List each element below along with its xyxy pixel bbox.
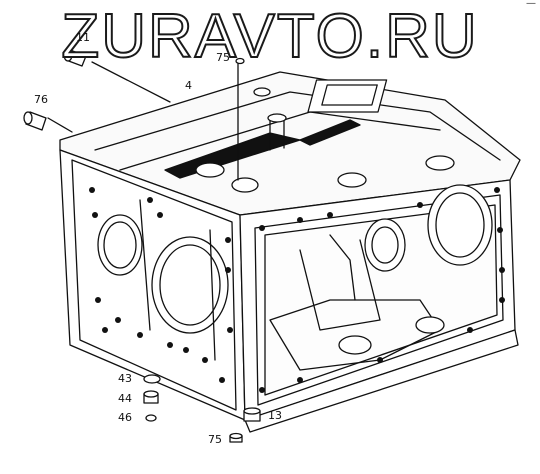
part-76-plug [23, 111, 47, 131]
callout-4: 4 [185, 79, 192, 92]
part-13-plug [243, 407, 261, 422]
left-bore-small [97, 214, 143, 276]
part-11-pin [63, 48, 87, 67]
callout-44: 44 [118, 392, 132, 405]
callout-75-top: 75 [216, 51, 230, 64]
callout-76: 76 [34, 93, 48, 106]
callout-11: 11 [76, 31, 90, 44]
corner-mark: — [526, 0, 536, 9]
front-bore-mid [364, 218, 406, 272]
part-75-washer-top [235, 57, 245, 65]
callout-46: 46 [118, 411, 132, 424]
leader-76 [47, 117, 73, 133]
part-75-washer-bottom [229, 432, 243, 443]
part-46-washer [145, 414, 157, 422]
part-43-ring [143, 374, 161, 384]
leader-4 [91, 61, 171, 103]
top-cover-plate [307, 79, 388, 113]
housing-bottom-lip [244, 329, 519, 433]
part-44-cap [143, 390, 159, 404]
front-face-bolt-holes [259, 187, 505, 393]
left-face-bolt-holes [89, 187, 233, 383]
callout-13: 13 [268, 409, 282, 422]
front-bore-right [427, 184, 493, 266]
callout-75-bottom: 75 [208, 433, 222, 446]
left-bore-large [151, 236, 229, 334]
callout-43: 43 [118, 372, 132, 385]
